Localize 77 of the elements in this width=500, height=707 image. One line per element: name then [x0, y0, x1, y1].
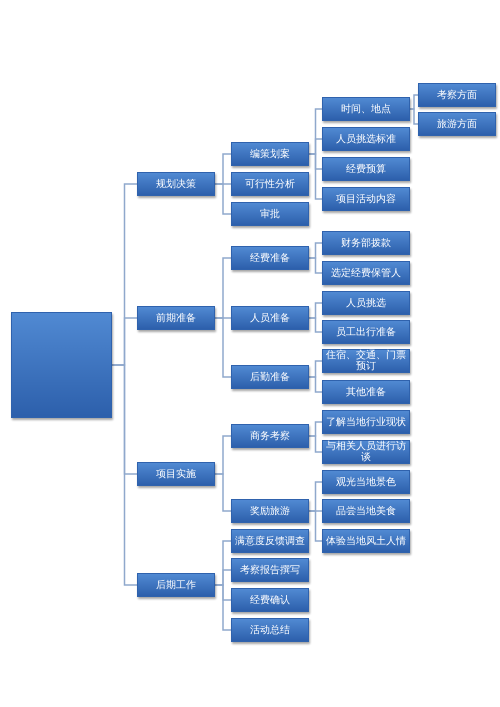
- node-label: 规划决策: [156, 178, 196, 190]
- node-label: 商务考察: [250, 430, 290, 442]
- node-label: 观光当地景色: [336, 476, 396, 488]
- node-box: [322, 470, 410, 494]
- node-label: 与相关人员进行访谈: [325, 441, 407, 463]
- root-box: [11, 312, 112, 418]
- node-label: 考察方面: [437, 90, 477, 100]
- node-label: 选定经费保管人: [331, 268, 401, 278]
- connector-line: [215, 183, 231, 215]
- node-box: [137, 172, 215, 196]
- node-label: 奖励旅游: [250, 506, 290, 516]
- connector-line: [112, 364, 137, 586]
- node-label: 品尝当地美食: [336, 506, 396, 516]
- node-box: [231, 365, 309, 389]
- node-box: [322, 499, 410, 523]
- connector-line: [309, 153, 322, 200]
- node-box: [231, 246, 309, 270]
- node-label: 编策划案: [250, 148, 290, 160]
- node-label: 旅游方面: [437, 118, 477, 130]
- connector-line: [309, 317, 322, 333]
- node-label: 考察报告撰写: [240, 564, 300, 576]
- node-label: 其他准备: [346, 386, 386, 398]
- node-label: 可行性分析: [245, 178, 295, 190]
- node-label: 项目实施: [156, 468, 196, 480]
- node-label: 经费准备: [250, 252, 290, 264]
- node-label: 了解当地行业现状: [326, 416, 406, 428]
- node-box: [418, 112, 496, 136]
- connector-line: [215, 473, 231, 512]
- node-box: [418, 83, 496, 107]
- node-box: [231, 529, 309, 553]
- node-box: [231, 424, 309, 448]
- node-box: [137, 462, 215, 486]
- node-label: 审批: [260, 208, 280, 220]
- node-box: [231, 172, 309, 196]
- node-box: [322, 127, 410, 151]
- node-box: [231, 306, 309, 330]
- node-label: 后勤准备: [250, 372, 290, 382]
- node-label: 财务部拨款: [341, 238, 391, 248]
- node-label: 项目活动内容: [336, 194, 396, 204]
- connector-line: [309, 510, 322, 542]
- node-box: [322, 261, 410, 285]
- node-box: [231, 142, 309, 166]
- connector-line: [309, 435, 322, 453]
- node-label: 住宿、交通、门票预订: [325, 350, 407, 372]
- node-box: [137, 306, 215, 330]
- node-label: 人员挑选标准: [336, 134, 396, 144]
- node-box: [322, 97, 410, 121]
- connector-line: [309, 376, 322, 393]
- connector-line: [215, 584, 231, 631]
- node-box: [231, 558, 309, 582]
- node-label: 经费预算: [346, 164, 386, 174]
- node-label: 后期工作: [156, 580, 196, 590]
- node-box: [231, 499, 309, 523]
- node-box: [322, 231, 410, 255]
- node-box: [322, 157, 410, 181]
- node-box: [322, 187, 410, 211]
- node-label: 经费确认: [250, 594, 290, 606]
- connector-line: [215, 317, 231, 378]
- node-label: 员工出行准备: [336, 326, 396, 338]
- node-box: [137, 573, 215, 597]
- node-box: [231, 202, 309, 226]
- node-box: [322, 529, 410, 553]
- node-box: [322, 320, 410, 344]
- node-label: 前期准备: [156, 312, 196, 324]
- node-box: [231, 588, 309, 612]
- node-label: 满意度反馈调查: [235, 536, 305, 546]
- node-box: [231, 618, 309, 642]
- node-label: 人员挑选: [346, 298, 386, 308]
- node-label: 时间、地点: [341, 104, 391, 114]
- node-label: 体验当地风土人情: [326, 536, 406, 546]
- node-label: 活动总结: [250, 624, 290, 636]
- node-box: [322, 291, 410, 315]
- node-label: 人员准备: [250, 312, 290, 324]
- node-box: [322, 410, 410, 434]
- connector-line: [410, 108, 418, 125]
- connector-line: [309, 257, 322, 274]
- node-box: [322, 380, 410, 404]
